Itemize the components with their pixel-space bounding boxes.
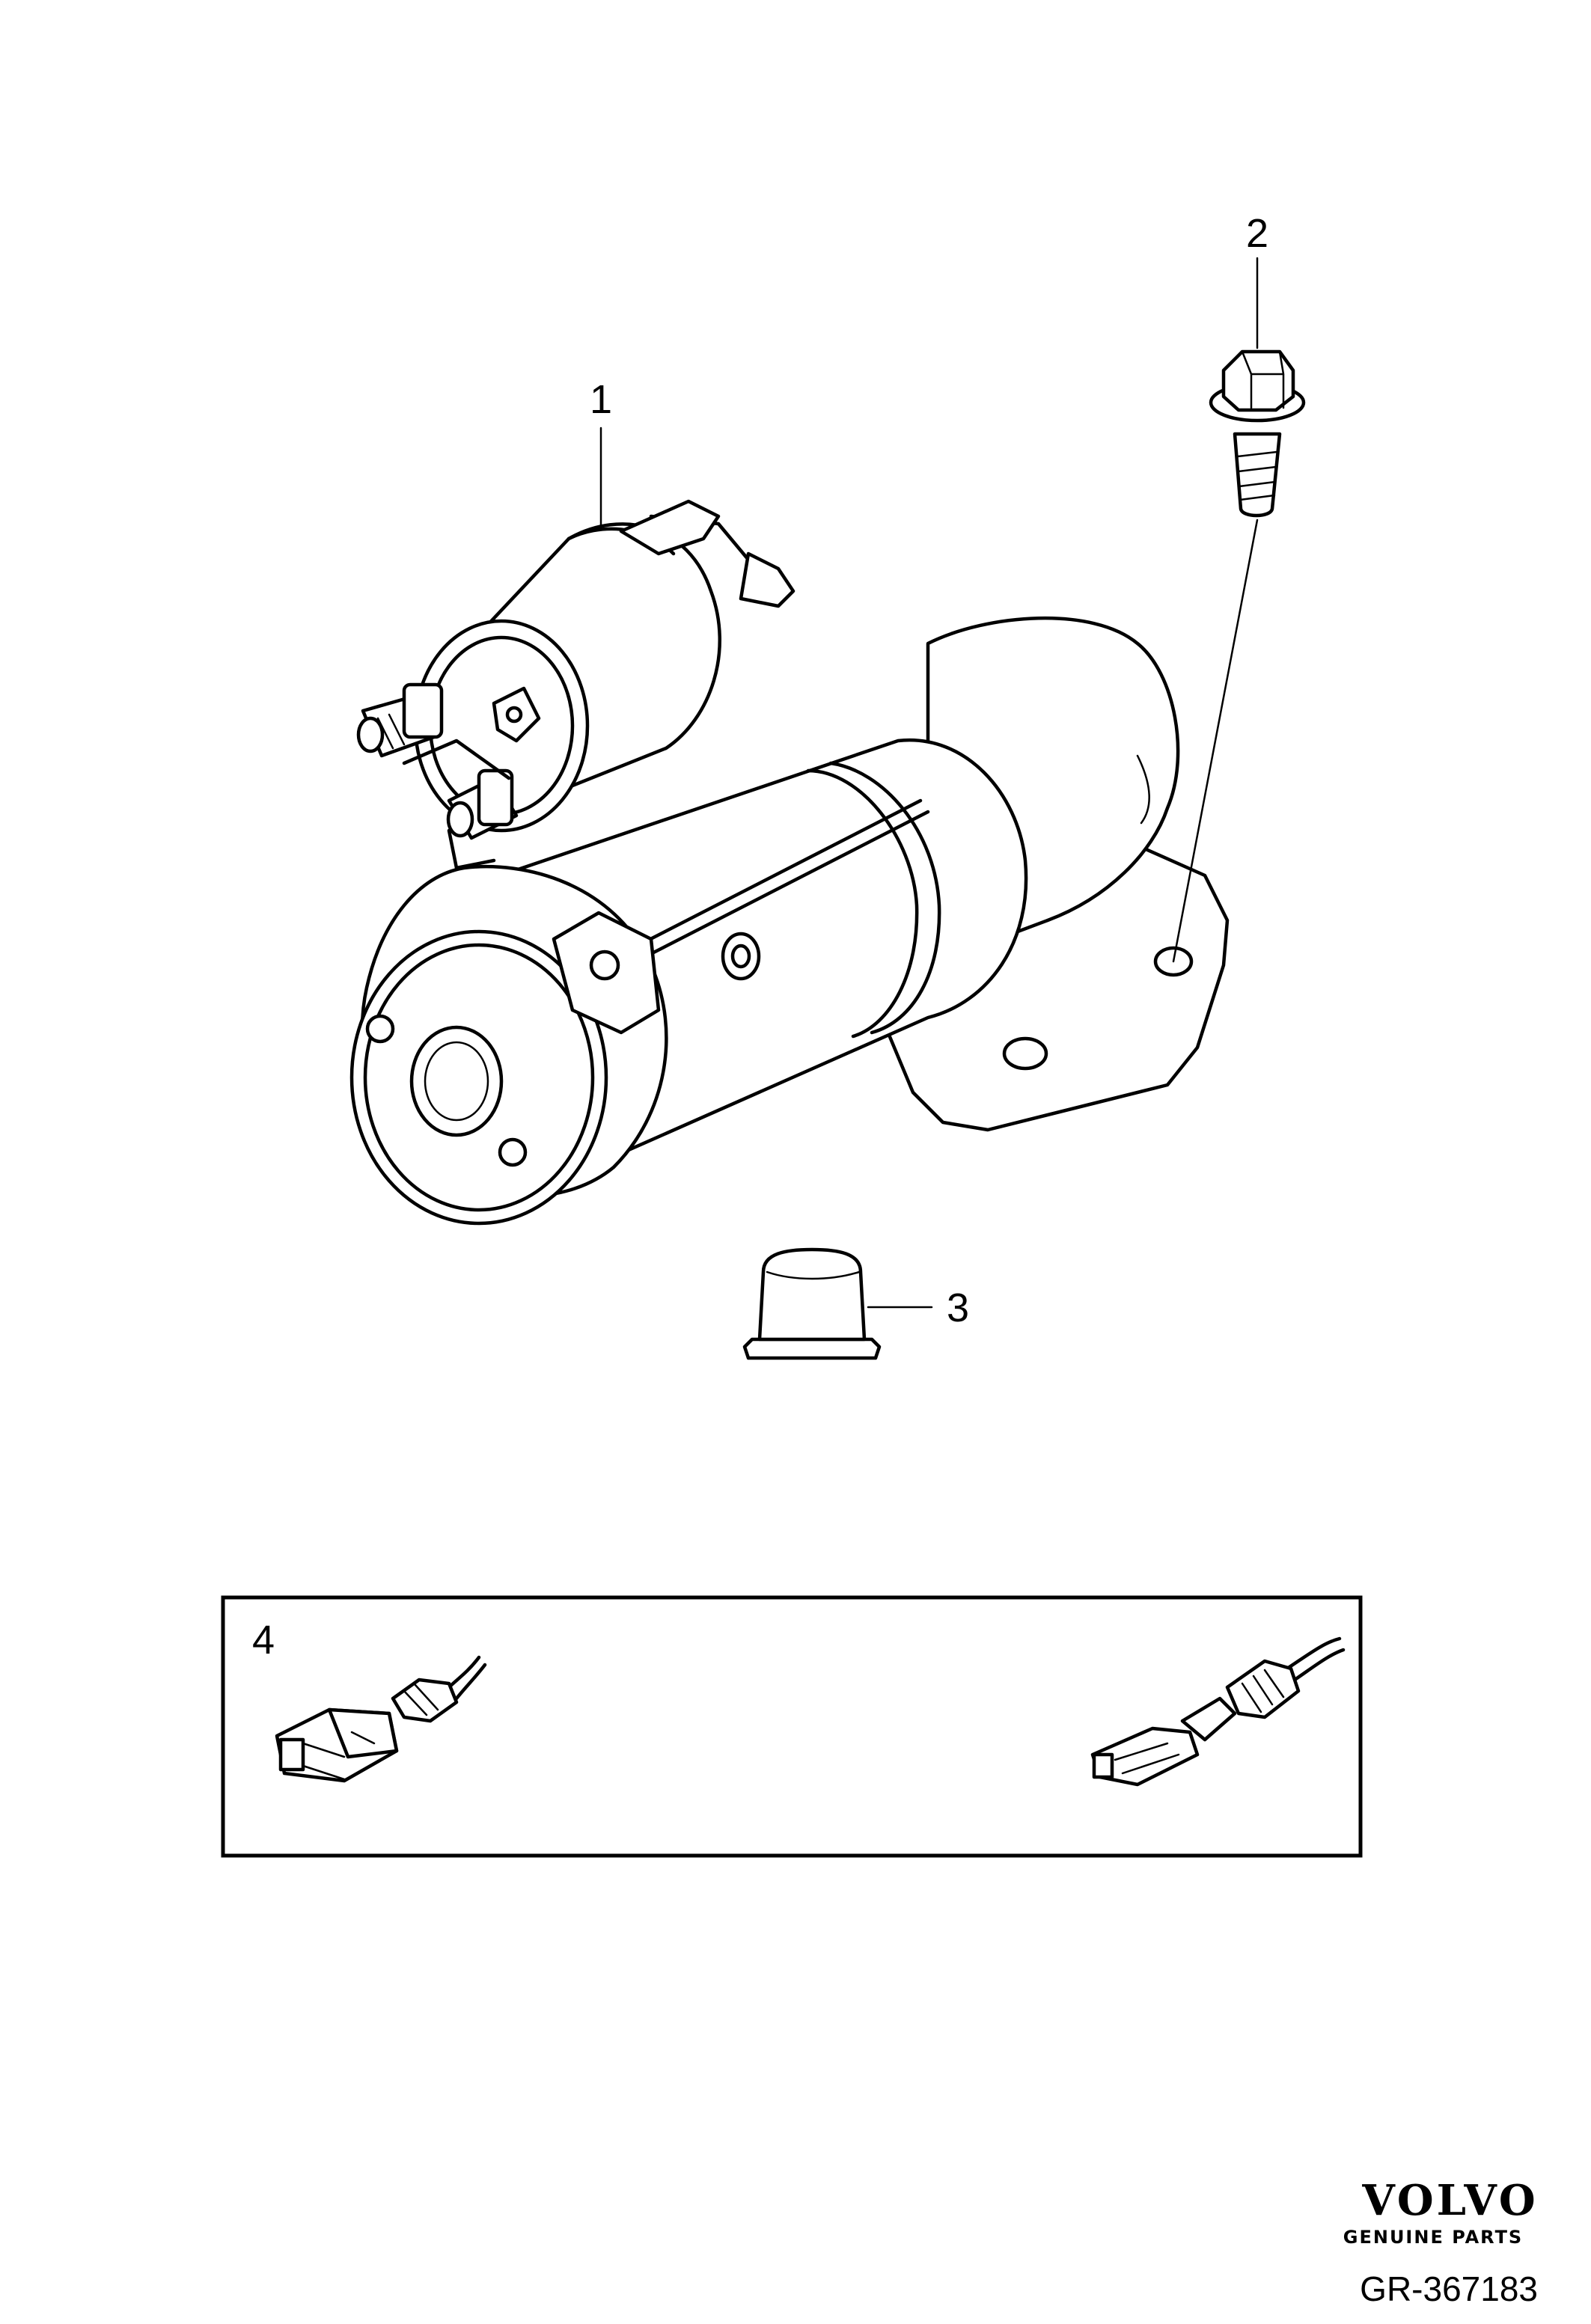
connector-left[interactable] bbox=[275, 1655, 487, 1783]
connector-right[interactable] bbox=[1090, 1636, 1346, 1787]
flange-bolt-part-2[interactable] bbox=[1209, 349, 1306, 518]
logo-tagline: GENUINE PARTS bbox=[1343, 2227, 1523, 2248]
connector-kit-frame bbox=[221, 1595, 1363, 1858]
logo-brand: VOLVO bbox=[1361, 2176, 1538, 2225]
starter-motor-part-1[interactable] bbox=[349, 499, 1230, 1226]
callout-4[interactable]: 4 bbox=[252, 1618, 275, 1663]
protective-cap-part-3[interactable] bbox=[742, 1247, 882, 1360]
callout-1[interactable]: 1 bbox=[590, 377, 612, 422]
volvo-logo: VOLVO GENUINE PARTS bbox=[1343, 2176, 1538, 2248]
reference-code: GR-367183 bbox=[1360, 2269, 1538, 2308]
leader-line-2-bottom bbox=[1172, 519, 1259, 963]
callout-3[interactable]: 3 bbox=[947, 1285, 969, 1330]
callout-2[interactable]: 2 bbox=[1246, 211, 1268, 256]
